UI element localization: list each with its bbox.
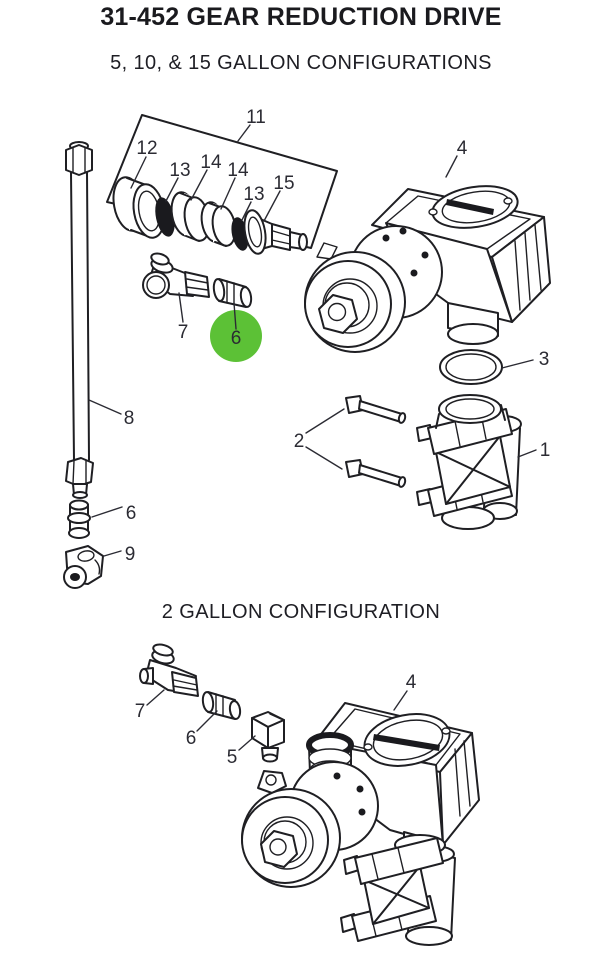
- part-label-14b: 14: [227, 160, 249, 181]
- section2-labels: 7 6 5 4: [135, 672, 417, 768]
- part-label-7: 7: [178, 322, 189, 343]
- part-label-14a: 14: [200, 152, 222, 173]
- part-6-coupler-lower: [67, 499, 91, 539]
- part-label-13b: 13: [243, 184, 264, 205]
- part-label-6-highlighted: 6: [231, 328, 242, 349]
- part-label-6-s2: 6: [186, 728, 197, 749]
- part-label-1: 1: [540, 440, 551, 461]
- part-label-4: 4: [457, 138, 468, 159]
- part-label-6b: 6: [126, 503, 137, 524]
- part-label-2: 2: [294, 431, 305, 452]
- page-title: 31-452 GEAR REDUCTION DRIVE: [100, 3, 502, 31]
- part-label-3: 3: [539, 349, 550, 370]
- part-label-13a: 13: [169, 160, 190, 181]
- part-14-spacer-right: [200, 201, 237, 247]
- section1-heading: 5, 10, & 15 GALLON CONFIGURATIONS: [110, 52, 492, 74]
- part-7-tee-valve: [142, 252, 210, 299]
- part-12-cap: [112, 176, 166, 239]
- highlight-circle[interactable]: [210, 310, 262, 362]
- part-13-oring-left: [155, 197, 175, 237]
- section1-leaders: [88, 124, 537, 557]
- part-label-15: 15: [273, 173, 294, 194]
- part-label-12: 12: [136, 138, 157, 159]
- part-4-gearbox: [304, 185, 551, 353]
- part-3-oring: [439, 349, 503, 385]
- section2-heading: 2 GALLON CONFIGURATION: [161, 601, 441, 623]
- part-label-4-s2: 4: [406, 672, 417, 693]
- section1-labels: 11 12 13 14 14 13 15 4 7 3 2 1 8 6 9: [124, 107, 551, 565]
- part-label-11: 11: [246, 107, 266, 128]
- part-6-highlight[interactable]: 6: [210, 302, 262, 362]
- seal-kit-outline: [106, 114, 338, 249]
- part-8-suction-tube: [65, 141, 94, 499]
- part-label-8: 8: [124, 408, 135, 429]
- part-1-bracket: [416, 394, 522, 530]
- part-4-gearbox-2: [241, 702, 480, 946]
- part-6-coupler: [212, 278, 253, 308]
- part-15-fitting: [243, 209, 308, 255]
- part-2-bolts: [345, 395, 407, 488]
- part-7-tee-valve-2: [139, 643, 199, 697]
- part-6-coupler-2: [201, 691, 242, 720]
- part-9-elbow: [63, 545, 104, 589]
- section2-leaders: [146, 689, 408, 751]
- part-label-5-s2: 5: [227, 747, 238, 768]
- part-label-9: 9: [125, 544, 136, 565]
- part-label-7-s2: 7: [135, 701, 146, 722]
- part-5-elbow: [251, 711, 285, 763]
